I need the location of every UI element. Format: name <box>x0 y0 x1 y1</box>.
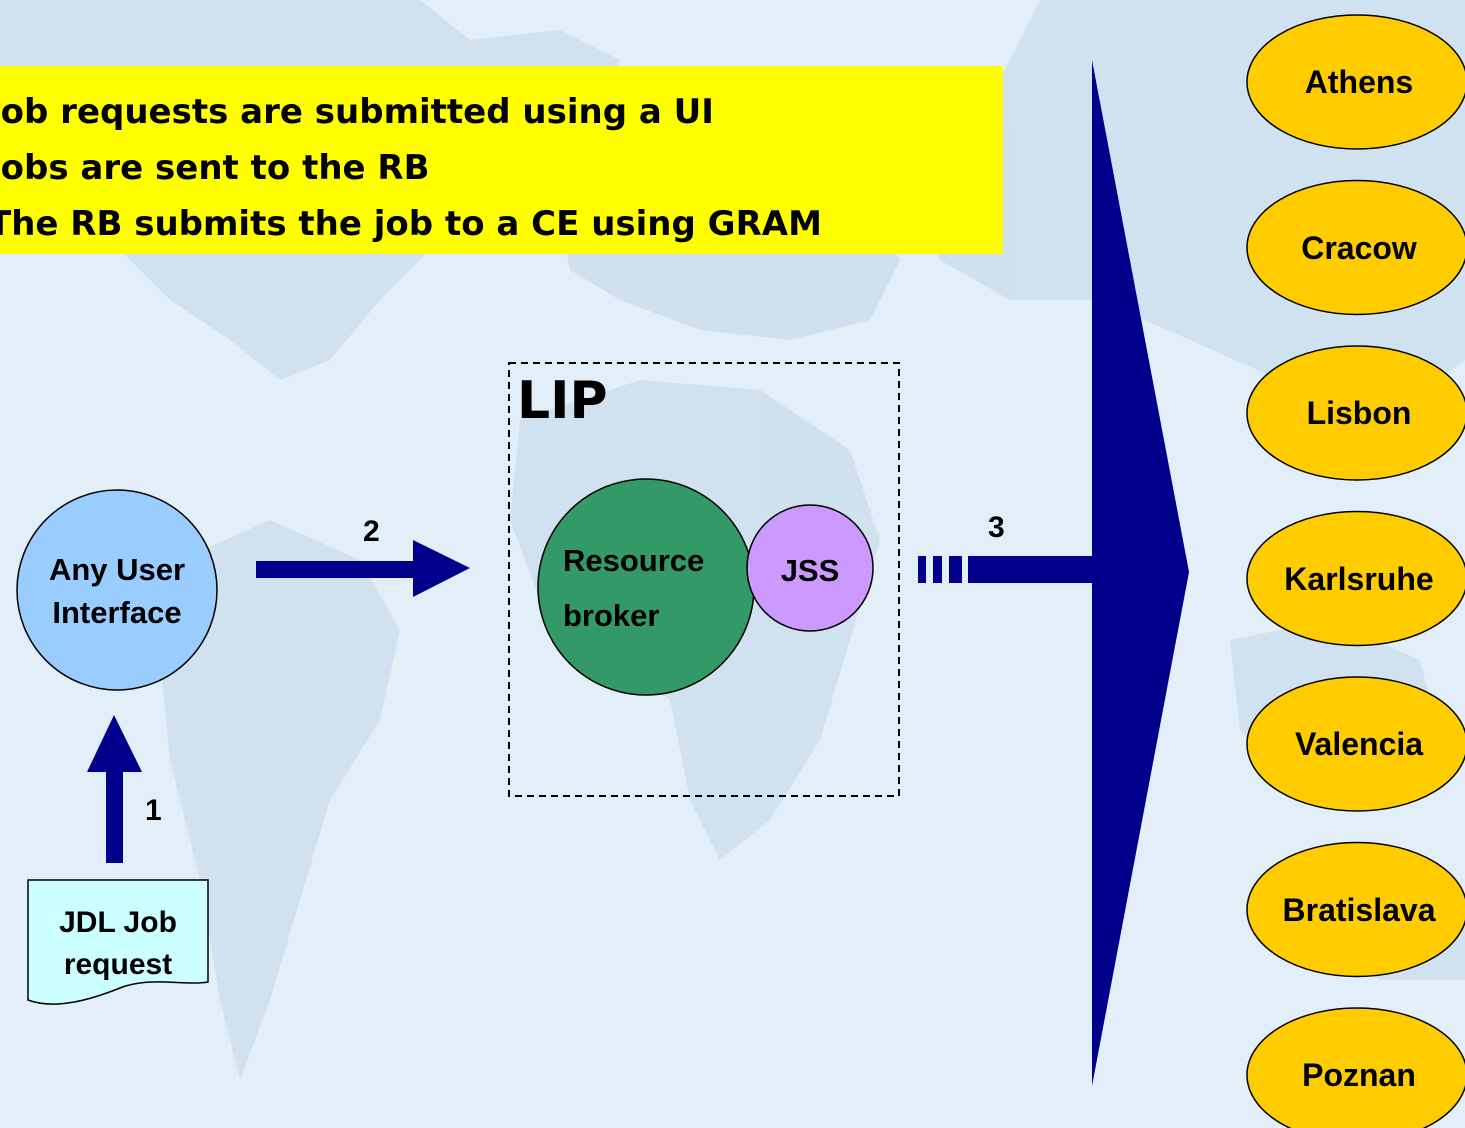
jdl-label-line2: request <box>63 948 173 981</box>
fanout-wedge <box>1092 60 1189 1086</box>
arrow-step-1 <box>87 715 142 863</box>
banner-line-2: Jobs are sent to the RB <box>0 148 430 188</box>
site-ellipse-lisbon <box>1246 345 1465 481</box>
user-interface-label-line2: Interface <box>52 595 182 630</box>
user-interface-label-line1: Any User <box>48 552 186 587</box>
jdl-label-line1: JDL Job <box>59 906 177 939</box>
site-ellipse-valencia <box>1246 676 1465 812</box>
site-label-athens: Athens <box>1304 64 1414 100</box>
banner-line-1: Job requests are submitted using a UI <box>0 92 714 132</box>
site-label-valencia: Valencia <box>1294 726 1424 762</box>
user-interface-label: Any User Interface <box>17 548 217 634</box>
lip-dashed-box <box>508 362 900 797</box>
resource-broker-label-line1: Resource <box>563 543 705 578</box>
site-ellipse-cracow <box>1246 179 1465 316</box>
site-ellipses <box>1246 14 1465 1128</box>
site-label-lisbon: Lisbon <box>1306 395 1412 431</box>
site-ellipse-athens <box>1246 14 1465 150</box>
site-ellipse-bratislava <box>1246 841 1465 978</box>
jdl-job-request-label: JDL Job request <box>28 902 208 986</box>
resource-broker-label: Resource broker <box>563 533 704 643</box>
step-2-label: 2 <box>363 515 380 548</box>
site-ellipse-karlsruhe <box>1246 510 1465 647</box>
site-label-cracow: Cracow <box>1301 229 1417 266</box>
step-3-label: 3 <box>988 511 1005 544</box>
user-interface-circle <box>16 489 218 691</box>
site-ellipse-poznan <box>1246 1007 1465 1128</box>
jss-label: JSS <box>780 553 840 588</box>
resource-broker-label-line2: broker <box>563 598 660 633</box>
arrow-step-3 <box>918 556 1100 583</box>
jss-circle <box>746 504 874 632</box>
site-label-poznan: Poznan <box>1302 1057 1416 1093</box>
site-label-bratislava: Bratislava <box>1282 891 1436 928</box>
arrow-step-2 <box>256 540 470 597</box>
info-banner: Job requests are submitted using a UI Jo… <box>0 66 1003 254</box>
jdl-document-shape <box>27 879 209 1005</box>
step-1-label: 1 <box>145 794 162 827</box>
site-label-karlsruhe: Karlsruhe <box>1284 560 1434 597</box>
lip-label: LIP <box>517 371 608 431</box>
banner-line-3: The RB submits the job to a CE using GRA… <box>0 204 822 244</box>
